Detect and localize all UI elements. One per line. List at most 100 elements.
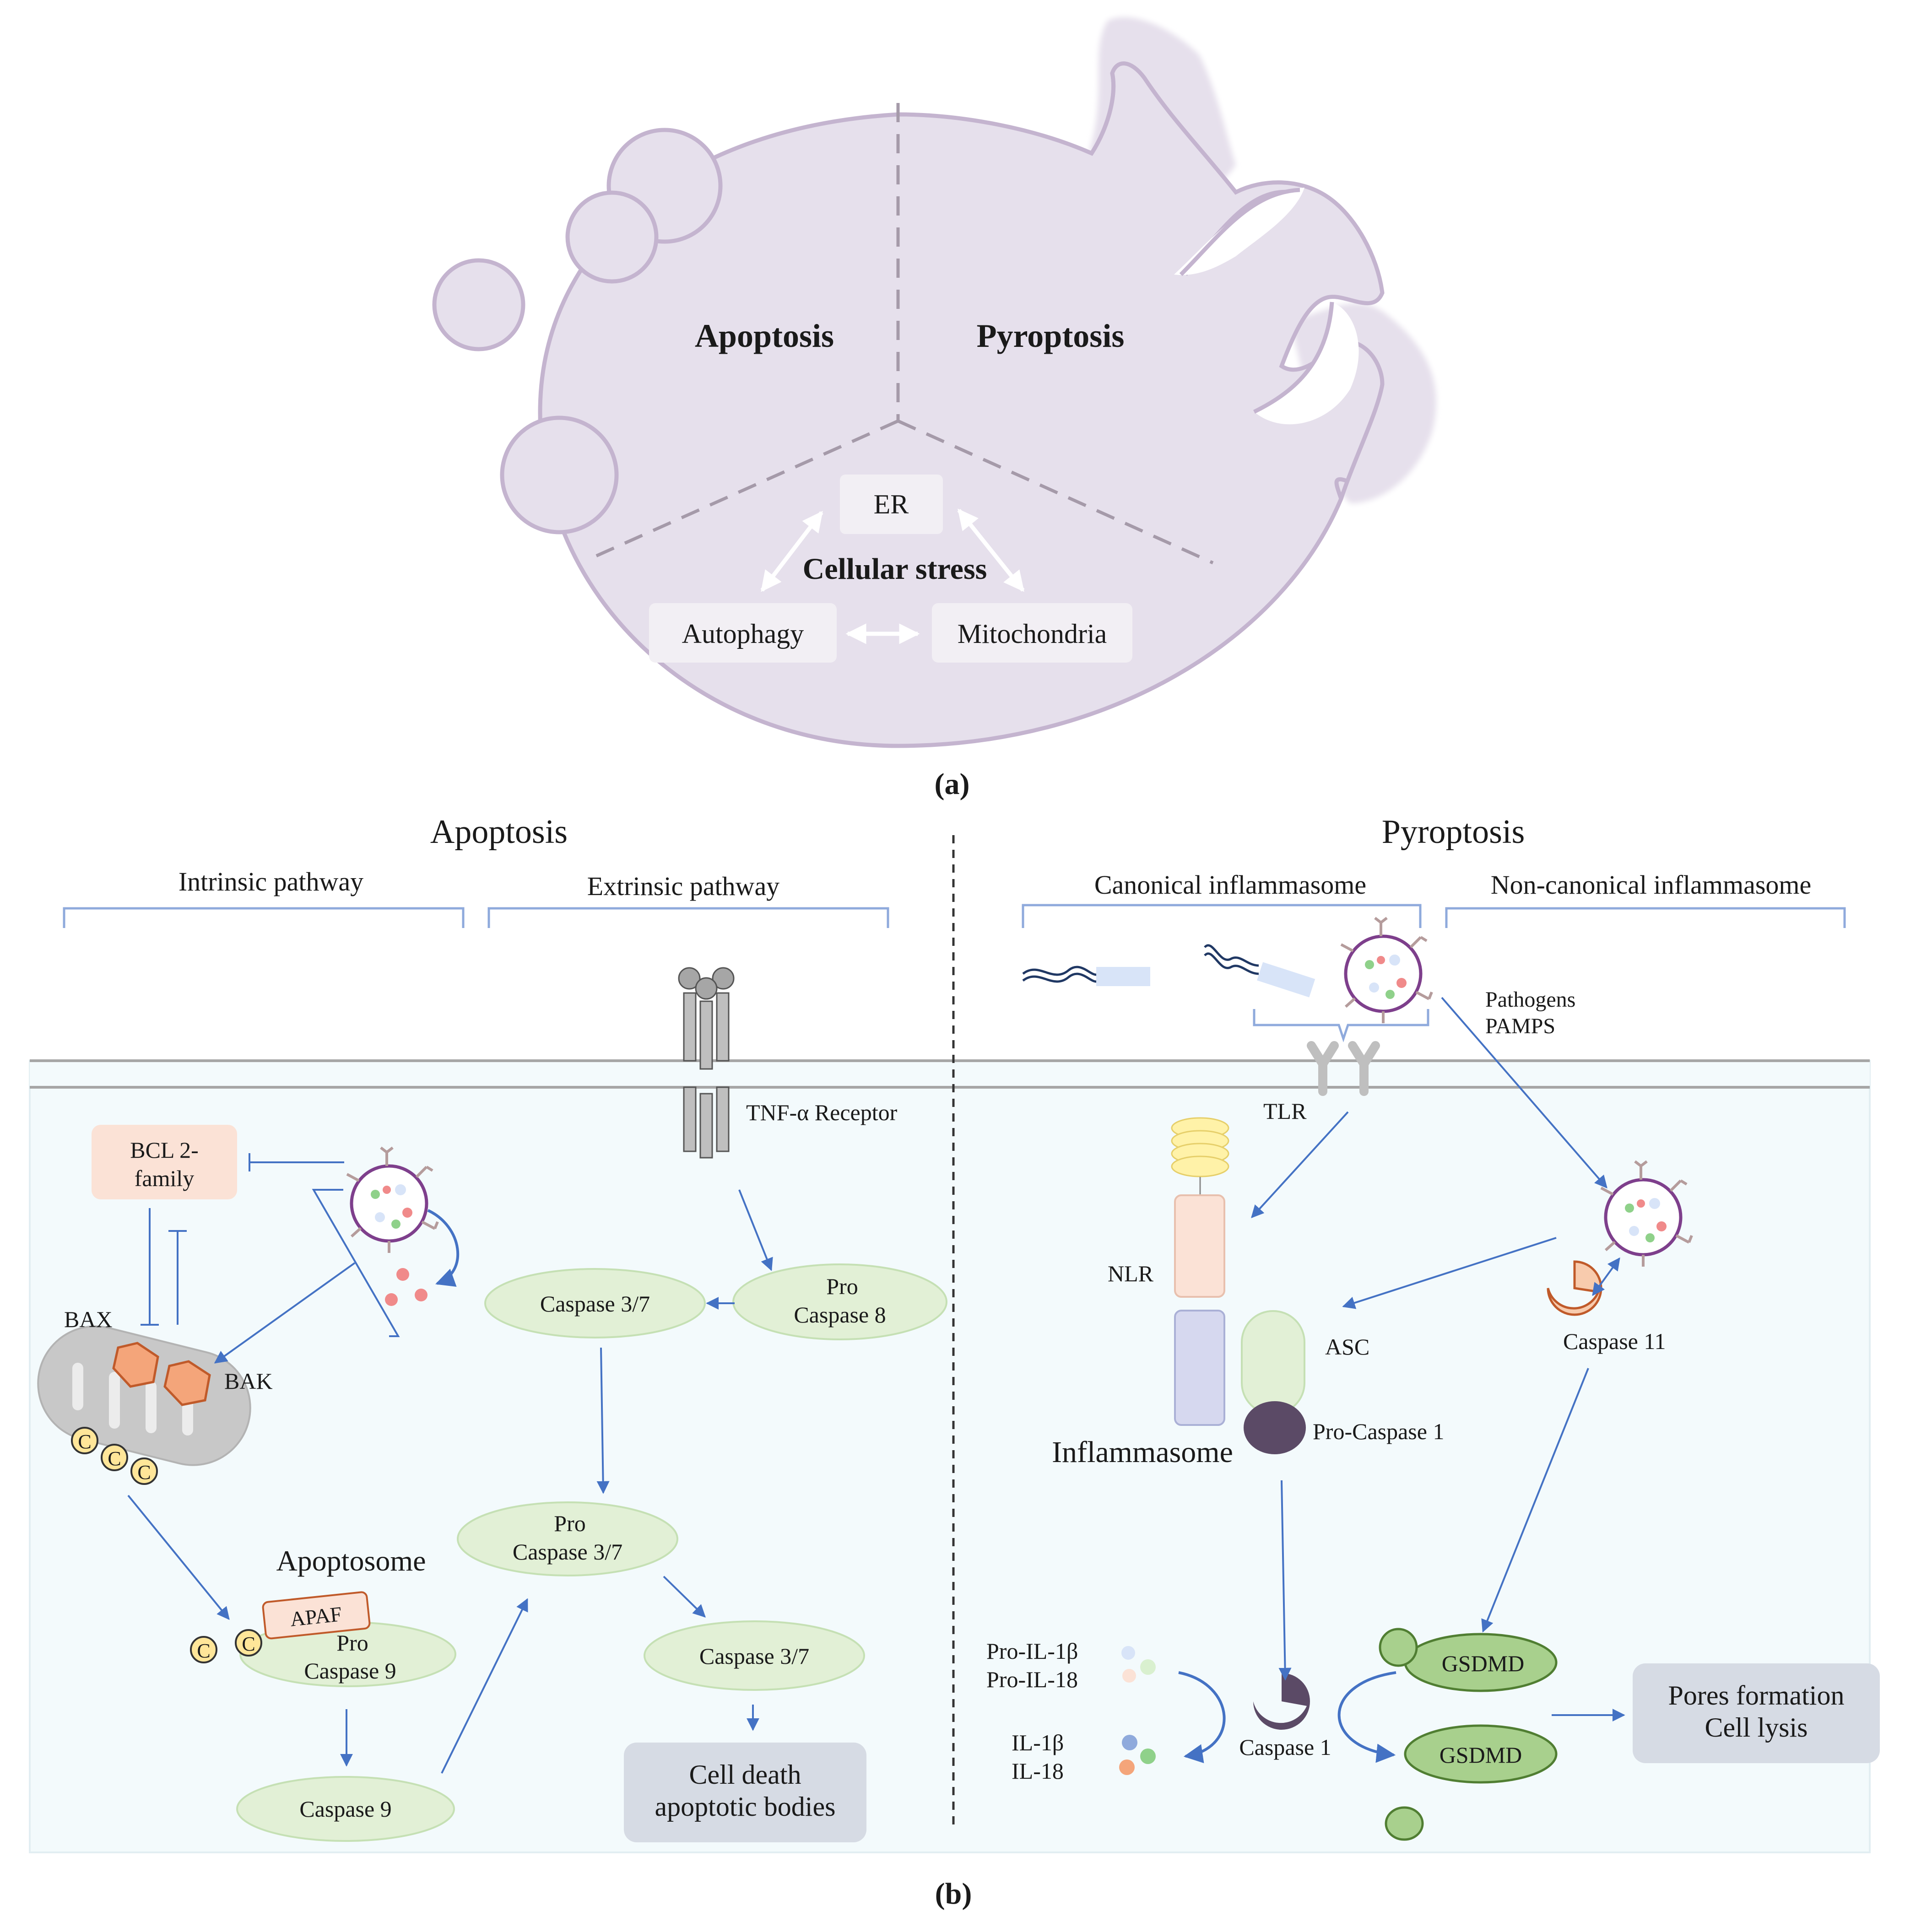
panel-a: Apoptosis Pyroptosis ER Cellular stress … (432, 17, 1436, 801)
label-cellular-stress: Cellular stress (803, 552, 987, 586)
label-pro-caspase37-2: Caspase 3/7 (513, 1539, 622, 1565)
label-nlr: NLR (1108, 1261, 1154, 1286)
label-inflammasome: Inflammasome (1052, 1436, 1233, 1469)
label-il1b: IL-1β (1012, 1730, 1064, 1755)
asc-block (1241, 1310, 1305, 1415)
mitochondria-box (932, 603, 1132, 663)
label-autophagy: Autophagy (682, 619, 804, 649)
label-pores-1: Pores formation (1668, 1680, 1845, 1711)
label-apoptosis-a: Apoptosis (695, 318, 834, 354)
pro-caspase1-node (1244, 1401, 1306, 1454)
apoptosis-arrows (127, 1189, 773, 1774)
inhibition-lines (141, 1153, 400, 1337)
label-caspase37-a: Caspase 3/7 (540, 1291, 650, 1317)
section-brackets (63, 904, 1846, 1042)
tlr-receptors (1307, 1041, 1380, 1096)
er-box (840, 475, 943, 534)
apoptotic-body (565, 190, 659, 284)
nlr-stack (1171, 1117, 1229, 1177)
pathogen-flagella (1022, 944, 1315, 998)
caption-a: (a) (935, 767, 970, 801)
gsdmd-n-fragment (1385, 1806, 1424, 1841)
gsdmd-cleavage-arrow (1337, 1671, 1396, 1763)
label-pamps: PAMPS (1485, 1014, 1555, 1038)
apoptotic-body (500, 416, 619, 534)
label-pro-caspase8-2: Caspase 8 (794, 1302, 886, 1328)
tnf-receptor (678, 967, 735, 1159)
gsdmd-fragment (1379, 1628, 1418, 1667)
svg-text:C: C (108, 1447, 121, 1470)
caspase9-node (236, 1776, 455, 1842)
label-apoptosome: Apoptosome (276, 1544, 426, 1577)
caspase1-shape (1253, 1673, 1310, 1730)
caption-b: (b) (935, 1877, 972, 1910)
gsdmd-node-2 (1404, 1724, 1558, 1784)
label-il18: IL-18 (1012, 1758, 1064, 1784)
label-asc: ASC (1325, 1334, 1369, 1360)
label-cell-death-2: apoptotic bodies (655, 1792, 836, 1822)
label-intrinsic: Intrinsic pathway (179, 867, 363, 896)
label-pro-caspase9-2: Caspase 9 (304, 1658, 396, 1684)
label-pyroptosis-a: Pyroptosis (977, 318, 1125, 354)
label-pro-caspase8-1: Pro (826, 1274, 858, 1299)
label-gsdmd-2: GSDMD (1440, 1742, 1522, 1768)
caspase37-node-b (644, 1620, 865, 1691)
label-mitochondria: Mitochondria (958, 619, 1107, 649)
label-bcl2-2: family (135, 1166, 195, 1191)
bak-protein (163, 1360, 211, 1406)
label-pro-caspase37-1: Pro (554, 1511, 585, 1536)
label-caspase11: Caspase 11 (1563, 1328, 1666, 1354)
label-tnf-receptor: TNF-α Receptor (746, 1100, 898, 1125)
cytoplasm (29, 1060, 1871, 1853)
cell-membrane (30, 1061, 1870, 1087)
label-cell-death-1: Cell death (689, 1759, 801, 1790)
bax-protein (112, 1342, 159, 1388)
label-caspase1: Caspase 1 (1239, 1734, 1331, 1760)
cell-body (538, 61, 1385, 748)
panel-b: Apoptosis Pyroptosis Intrinsic pathway E… (29, 813, 1880, 1910)
label-tlr: TLR (1263, 1098, 1307, 1124)
caspase37-node-a (484, 1268, 706, 1338)
section-dividers (585, 103, 1214, 565)
label-pro-caspase9-1: Pro (336, 1630, 368, 1656)
title-pyroptosis: Pyroptosis (1382, 813, 1525, 851)
pro-cytokine-dots (1121, 1646, 1156, 1683)
svg-text:C: C (78, 1430, 91, 1453)
cell-death-box (624, 1743, 866, 1842)
label-bax: BAX (64, 1306, 113, 1332)
label-caspase9: Caspase 9 (299, 1796, 391, 1822)
label-bcl2-1: BCL 2- (130, 1137, 199, 1163)
label-bak: BAK (224, 1368, 273, 1394)
nlr-block (1174, 1194, 1225, 1298)
pathogen-vesicle (1341, 918, 1432, 1023)
cytokine-dots (1119, 1735, 1156, 1775)
release-arrow (427, 1209, 459, 1287)
svg-text:C: C (197, 1640, 210, 1662)
label-canonical: Canonical inflammasome (1094, 870, 1366, 900)
label-pro-il18: Pro-IL-18 (986, 1667, 1078, 1692)
pro-caspase37-node (457, 1501, 678, 1576)
label-pro-il1b: Pro-IL-1β (986, 1638, 1078, 1664)
label-caspase37-b: Caspase 3/7 (699, 1643, 809, 1669)
released-factors (385, 1268, 428, 1306)
autophagy-box (649, 603, 837, 663)
pyroptosis-arrows (1251, 997, 1625, 1722)
label-noncanonical: Non-canonical inflammasome (1491, 870, 1812, 900)
cytokine-cleavage-arrow (1178, 1671, 1226, 1764)
label-pores-2: Cell lysis (1705, 1712, 1808, 1743)
label-gsdmd-1: GSDMD (1442, 1651, 1525, 1676)
label-apaf: APAF (289, 1602, 343, 1631)
apaf-box (262, 1591, 371, 1640)
apoptosome-cytochrome-c: C C (190, 1629, 262, 1663)
title-apoptosis: Apoptosis (430, 813, 568, 851)
svg-text:C: C (137, 1461, 151, 1484)
pores-box (1633, 1663, 1880, 1763)
pro-caspase8-node (732, 1263, 947, 1340)
apoptotic-body (432, 258, 525, 351)
label-extrinsic: Extrinsic pathway (587, 871, 779, 901)
bcl2-family-box (92, 1125, 237, 1199)
inflammasome-block (1174, 1310, 1225, 1426)
label-er: ER (874, 489, 909, 519)
